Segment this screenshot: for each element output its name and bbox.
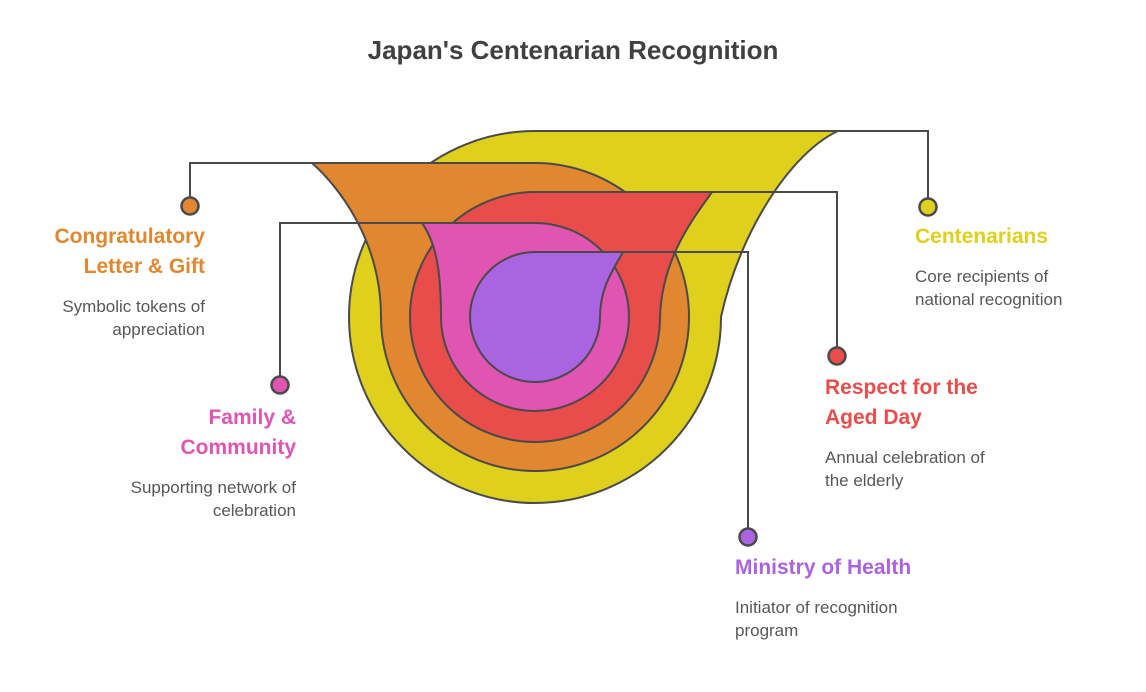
callout-congratulatory-heading: Congratulatory Letter & Gift: [54, 225, 205, 278]
connector-line-congratulatory: [189, 162, 312, 206]
connector-dot-ministry-of-health: [738, 527, 758, 547]
connector-dot-congratulatory: [180, 196, 200, 216]
connector-line-respect-aged-day: [712, 191, 838, 356]
callout-ministry-of-health-description: Initiator of recognition program: [735, 598, 898, 640]
callout-centenarians-description: Core recipients of national recognition: [915, 267, 1063, 309]
callout-ministry-of-health-heading: Ministry of Health: [735, 556, 912, 579]
callout-congratulatory-description: Symbolic tokens of appreciation: [62, 297, 205, 339]
callout-respect-aged-day: Respect for the Aged Day Annual celebrat…: [825, 373, 1011, 492]
callout-centenarians-heading: Centenarians: [915, 225, 1049, 248]
callout-congratulatory: Congratulatory Letter & Gift Symbolic to…: [30, 222, 205, 341]
ring-shape-ministry-of-health: [469, 251, 624, 383]
connector-line-ministry-of-health: [623, 251, 749, 537]
callout-ministry-of-health: Ministry of Health Initiator of recognit…: [735, 553, 931, 642]
page-title: Japan's Centenarian Recognition: [367, 35, 779, 65]
callout-respect-aged-day-description: Annual celebration of the elderly: [825, 448, 985, 490]
connector-dot-respect-aged-day: [827, 346, 847, 366]
callout-family-community-heading: Family & Community: [180, 406, 297, 459]
connector-line-centenarians: [838, 130, 929, 207]
callout-family-community: Family & Community Supporting network of…: [104, 403, 296, 522]
connector-dot-centenarians: [918, 197, 938, 217]
callout-centenarians: Centenarians Core recipients of national…: [915, 222, 1087, 311]
connector-line-family-community: [279, 222, 422, 385]
callout-respect-aged-day-heading: Respect for the Aged Day: [825, 376, 978, 429]
callout-family-community-description: Supporting network of celebration: [130, 478, 296, 520]
connector-dot-family-community: [270, 375, 290, 395]
